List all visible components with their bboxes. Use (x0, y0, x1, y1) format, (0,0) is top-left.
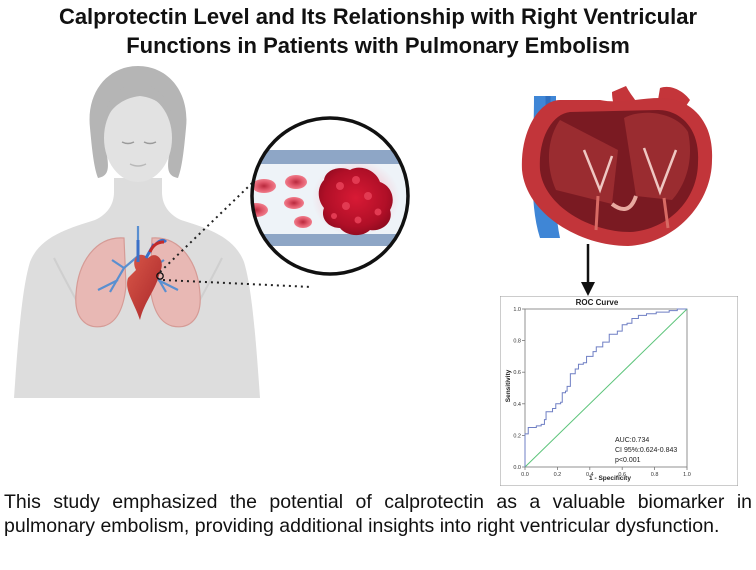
y-axis-label: Sensitivity (505, 369, 512, 402)
reference-line (524, 308, 688, 468)
y-tick-label: 0.6 (513, 370, 521, 376)
x-tick-label: 0.0 (521, 472, 529, 478)
zoom-connector-lines (159, 159, 313, 288)
x-axis-label: 1 - Specificity (589, 475, 631, 482)
summary-caption: This study emphasized the potential of c… (4, 491, 752, 537)
figure-title: Calprotectin Level and Its Relationship … (0, 2, 756, 60)
roc-curve-line (524, 308, 687, 467)
annotation-ci: CI 95%:0.624-0.843 (615, 447, 677, 454)
plot-area: 0.0 0.2 0.4 0.6 0.8 1.0 0.0 0.2 0.4 0.6 0.8 1.0 (513, 307, 690, 478)
title-line-1: Calprotectin Level and Its Relationship … (58, 4, 698, 29)
roc-chart: ROC Curve 1 - Specificity Sensitivity 0.… (500, 296, 738, 486)
lungs-icon (75, 226, 201, 328)
illustration (14, 66, 713, 398)
heart-icon (127, 238, 168, 320)
chart-title: ROC Curve (576, 298, 619, 307)
annotation-auc: AUC:0.734 (615, 437, 649, 444)
annotation-p-value: p<0.001 (615, 457, 641, 464)
y-tick-label: 0.8 (513, 339, 521, 345)
heart-cross-section-icon (521, 86, 713, 246)
x-tick-label: 0.2 (554, 472, 562, 478)
y-tick-label: 0.4 (513, 402, 521, 408)
x-tick-label: 0.8 (651, 472, 659, 478)
blood-vessel-clot-icon (250, 116, 410, 276)
x-tick-label: 0.4 (586, 472, 594, 478)
y-tick-label: 1.0 (513, 307, 521, 313)
title-line-2: Functions in Patients with Pulmonary Emb… (126, 33, 630, 58)
y-tick-label: 0.0 (513, 465, 521, 471)
arrow-down-icon (581, 244, 595, 296)
y-tick-label: 0.2 (513, 433, 521, 439)
x-tick-label: 1.0 (683, 472, 691, 478)
x-tick-label: 0.6 (618, 472, 626, 478)
